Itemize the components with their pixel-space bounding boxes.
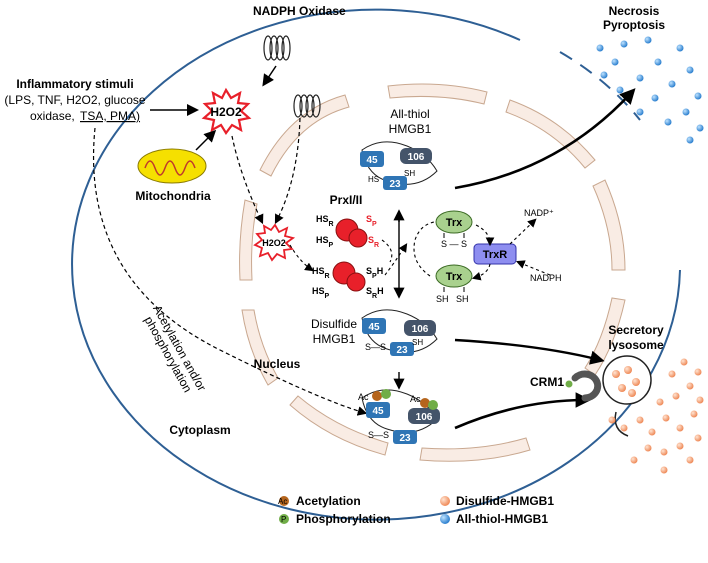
allthiol-hmgb1-released — [596, 36, 704, 144]
h2o2-burst-inner: H2O2 — [253, 223, 296, 262]
disulfide-hmgb1-label-2: HMGB1 — [313, 332, 356, 346]
trx-oxidized: Trx S — S — [435, 210, 473, 249]
nuclear-envelope — [239, 83, 626, 462]
inflammatory-stimuli-title: Inflammatory stimuli — [16, 77, 133, 91]
svg-text:SH: SH — [436, 294, 449, 304]
svg-text:45: 45 — [366, 155, 378, 166]
svg-text:HS: HS — [368, 175, 379, 184]
h2o2-burst-outer: H2O2 — [201, 87, 252, 135]
svg-text:Ac: Ac — [278, 497, 287, 506]
svg-text:106: 106 — [416, 412, 433, 423]
svg-text:HSP: HSP — [312, 286, 330, 300]
svg-text:23: 23 — [399, 433, 411, 444]
svg-text:TrxR: TrxR — [483, 249, 508, 261]
svg-text:45: 45 — [372, 406, 384, 417]
allthiol-hmgb1-label-2: HMGB1 — [389, 122, 432, 136]
svg-text:Acetylation: Acetylation — [296, 494, 361, 508]
svg-text:P: P — [281, 515, 286, 524]
hmgb1-allthiol-protein: 45 106 23 HS SH — [360, 141, 438, 190]
svg-text:HSR: HSR — [316, 214, 334, 228]
svg-text:106: 106 — [408, 152, 425, 163]
svg-text:H2O2: H2O2 — [210, 105, 242, 119]
legend-allthiol-hmgb1: All-thiol-HMGB1 — [440, 512, 548, 526]
acetylation-path — [92, 127, 368, 416]
nadp-plus-label: NADP⁺ — [524, 208, 554, 218]
trxr-enzyme: TrxR — [473, 243, 517, 265]
nadph-oxidase-label: NADPH Oxidase — [253, 4, 346, 18]
svg-text:Trx: Trx — [446, 271, 463, 283]
prx-label: PrxI/II — [330, 193, 363, 207]
svg-text:SRH: SRH — [366, 286, 384, 300]
svg-text:23: 23 — [396, 345, 408, 356]
inflammatory-stimuli-line2b: TSA, PMA) — [80, 109, 140, 123]
nucleus-label: Nucleus — [254, 357, 301, 371]
legend-acetylation: Ac Acetylation — [278, 494, 361, 508]
secretory-lysosome-label-2: lysosome — [608, 338, 664, 352]
svg-text:23: 23 — [389, 179, 401, 190]
svg-text:HSP: HSP — [316, 235, 334, 249]
secretory-lysosome-label-1: Secretory — [608, 323, 664, 337]
cell-membrane — [71, 8, 681, 521]
svg-text:SH: SH — [412, 338, 423, 347]
svg-text:Disulfide-HMGB1: Disulfide-HMGB1 — [456, 494, 554, 508]
mitochondria-icon — [137, 148, 207, 184]
svg-text:Ac: Ac — [410, 394, 421, 404]
crm1-icon — [565, 370, 602, 402]
svg-text:HSR: HSR — [312, 266, 330, 280]
svg-text:S—S: S—S — [365, 342, 386, 352]
pyroptosis-label: Pyroptosis — [603, 18, 665, 32]
nadph-oxidase-icon — [263, 35, 291, 61]
legend: Ac Acetylation P Phosphorylation Disulfi… — [278, 494, 554, 526]
acetylation-path-label: Acetylation and/or phosphorylation — [141, 303, 208, 395]
svg-text:Ac: Ac — [358, 392, 369, 402]
necrosis-label: Necrosis — [609, 4, 660, 18]
crm1-label: CRM1 — [530, 375, 564, 389]
prx-oxidized: HSR HSP SP SR — [316, 214, 379, 249]
svg-text:SR: SR — [368, 235, 379, 249]
legend-phosphorylation: P Phosphorylation — [279, 512, 391, 526]
cell-membrane-dashes — [559, 51, 641, 121]
hmgb1-acetylated-protein: 45 106 23 S—S Ac Ac — [358, 389, 440, 444]
inflammatory-stimuli-line1: (LPS, TNF, H2O2, glucose — [4, 93, 145, 107]
prx-reduced: HSR HSP SPH SRH — [312, 261, 384, 300]
svg-text:SH: SH — [404, 169, 415, 178]
svg-text:45: 45 — [368, 322, 380, 333]
nadph-label: NADPH — [530, 273, 562, 283]
inflammatory-stimuli-line2a: oxidase, — [30, 109, 75, 123]
disulfide-hmgb1-label-1: Disulfide — [311, 317, 357, 331]
svg-text:All-thiol-HMGB1: All-thiol-HMGB1 — [456, 512, 548, 526]
secretory-lysosome — [602, 355, 652, 405]
svg-text:H2O2: H2O2 — [262, 238, 286, 248]
disulfide-hmgb1-dots — [608, 358, 704, 474]
svg-text:Trx: Trx — [446, 217, 463, 229]
svg-text:106: 106 — [412, 324, 429, 335]
membrane-channel-icon — [293, 94, 321, 118]
legend-disulfide-hmgb1: Disulfide-HMGB1 — [440, 494, 554, 508]
svg-text:S—S: S—S — [368, 430, 389, 440]
svg-text:Phosphorylation: Phosphorylation — [296, 512, 391, 526]
svg-text:SH: SH — [456, 294, 469, 304]
allthiol-hmgb1-label-1: All-thiol — [390, 107, 429, 121]
svg-text:S — S: S — S — [441, 239, 467, 249]
cytoplasm-label: Cytoplasm — [169, 423, 230, 437]
trx-reduced: Trx SH SH — [435, 264, 473, 304]
svg-text:SPH: SPH — [366, 266, 383, 280]
svg-text:SP: SP — [366, 214, 377, 228]
mitochondria-label: Mitochondria — [135, 189, 211, 203]
hmgb1-disulfide-protein: 45 106 23 S—S SH — [361, 309, 438, 356]
